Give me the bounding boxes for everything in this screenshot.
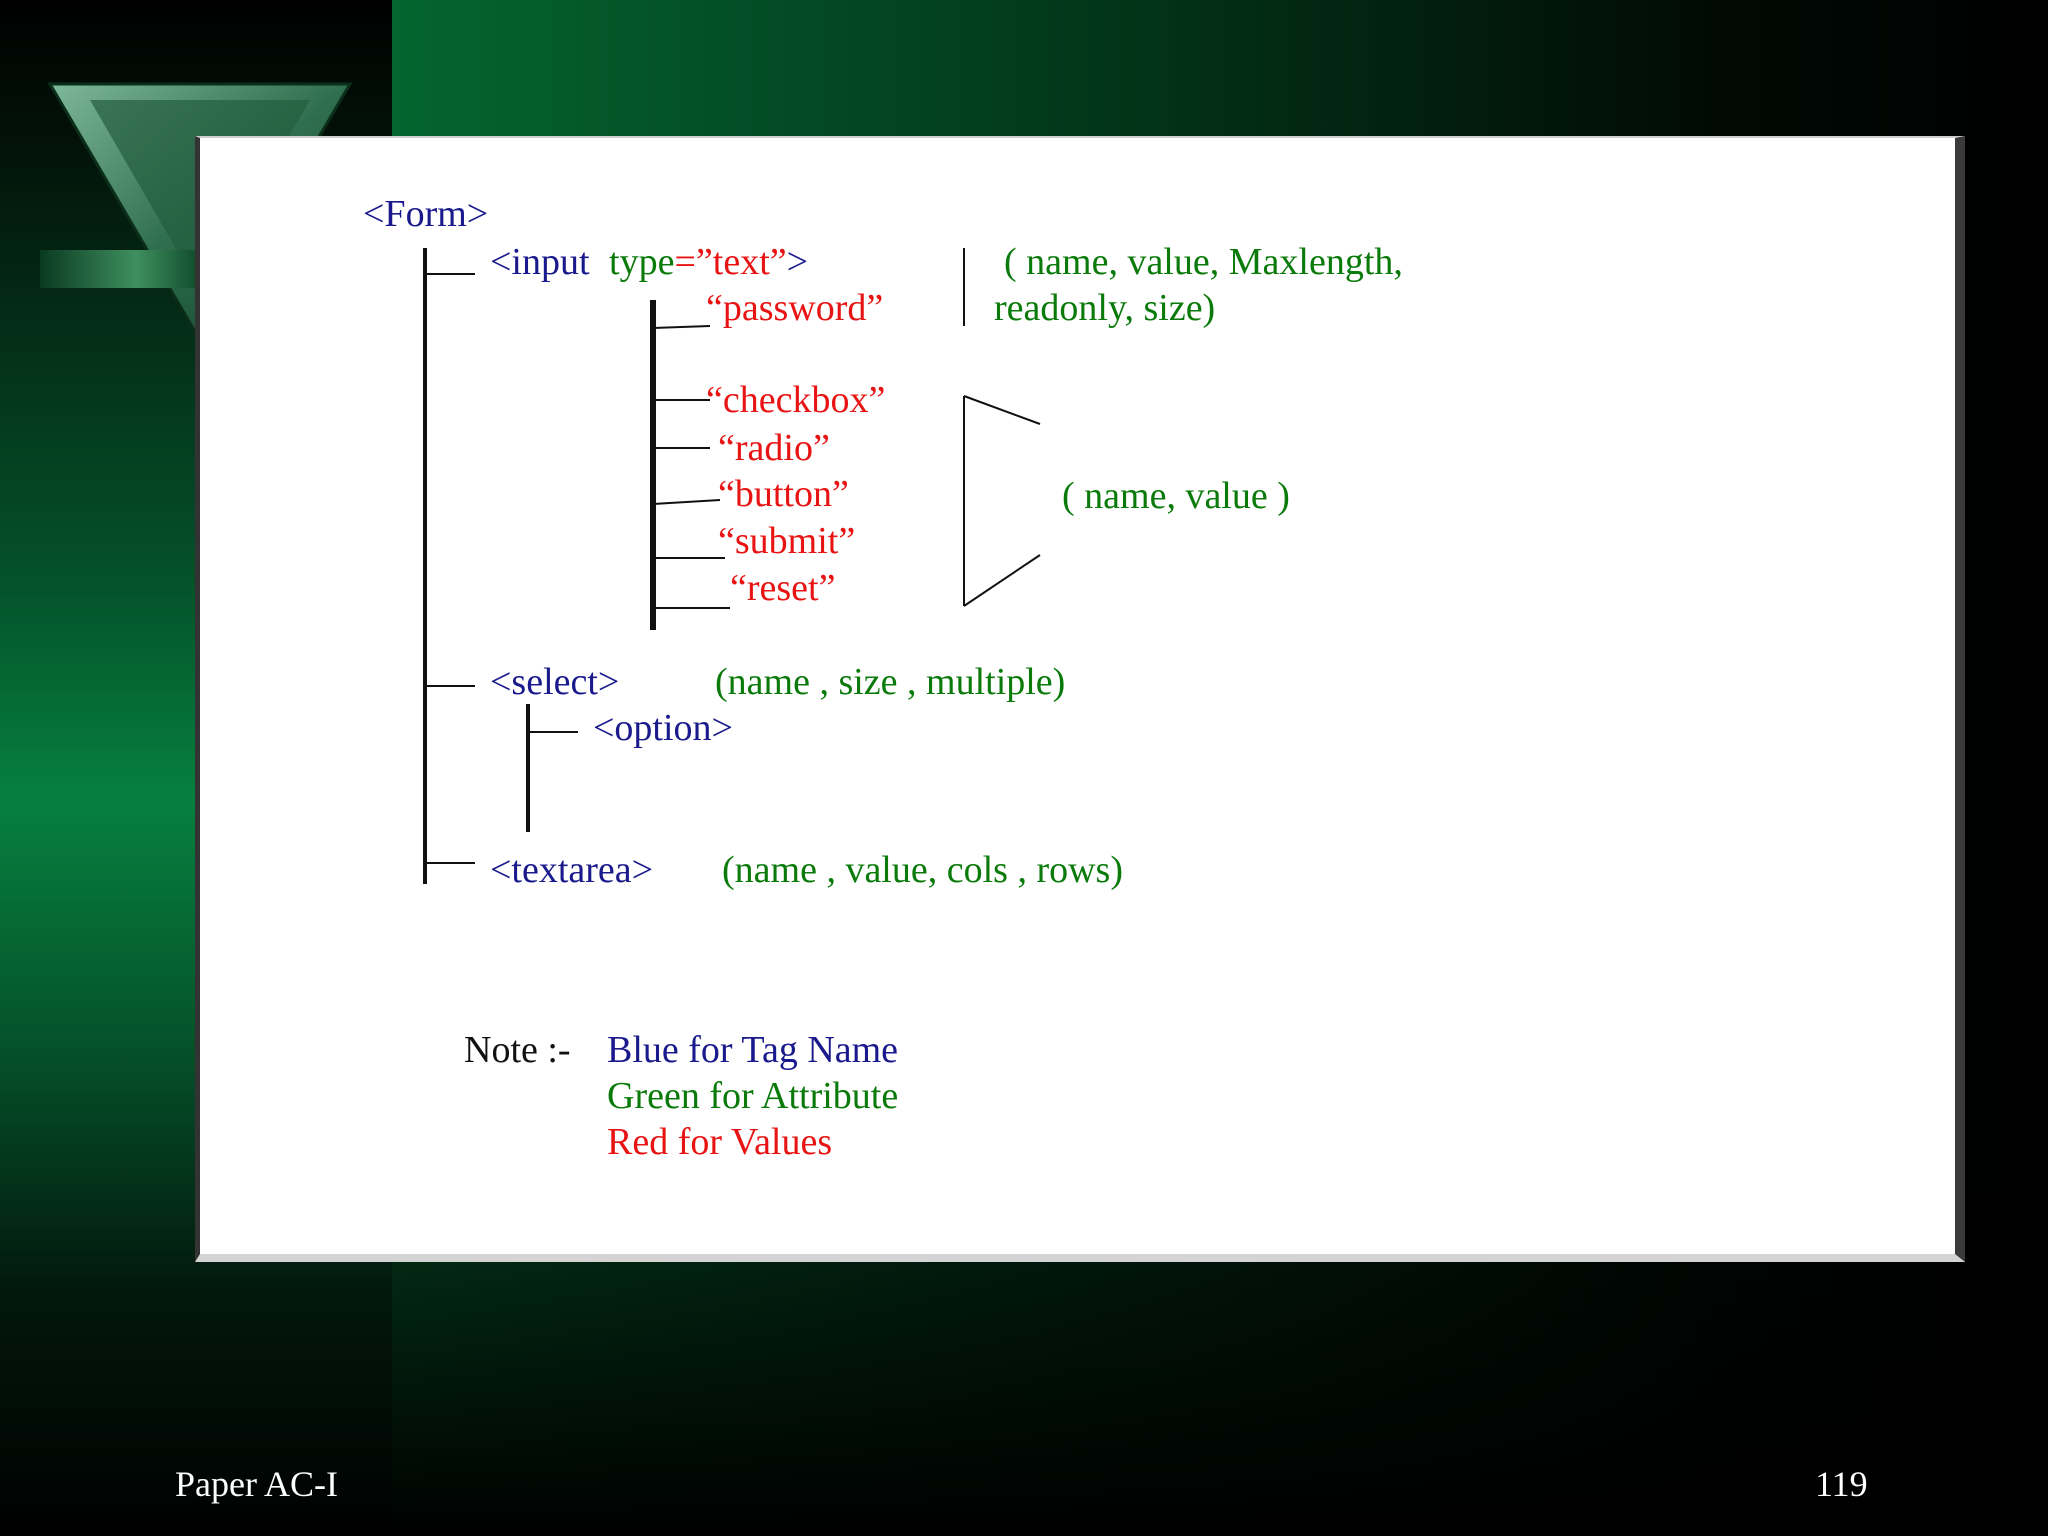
- input-tag-close: >: [787, 241, 808, 283]
- select-attrs: (name , size , multiple): [715, 661, 1065, 703]
- footer-left-label: Paper AC-I: [175, 1464, 338, 1504]
- option-tag: <option>: [593, 707, 733, 749]
- input-common-attrs: ( name, value ): [1062, 475, 1290, 517]
- note-label: Note :-: [464, 1029, 571, 1071]
- textarea-tag: <textarea>: [490, 849, 653, 891]
- input-attrs-line1: ( name, value, Maxlength,: [1004, 241, 1403, 283]
- value-submit: “submit”: [718, 520, 855, 562]
- value-button: “button”: [718, 473, 849, 515]
- value-password: “password”: [706, 287, 883, 329]
- note-green: Green for Attribute: [607, 1075, 898, 1117]
- note-red: Red for Values: [607, 1121, 832, 1163]
- html-form-tree-diagram: <Form> <input type=”text”> “password” “c…: [363, 193, 1403, 1163]
- note-blue: Blue for Tag Name: [607, 1029, 898, 1071]
- input-equals: =: [674, 241, 695, 283]
- textarea-attrs: (name , value, cols , rows): [722, 849, 1123, 891]
- form-tag: <Form>: [363, 193, 488, 235]
- input-tag-line: <input type=”text”>: [490, 241, 808, 283]
- select-tag: <select>: [490, 661, 619, 703]
- value-radio: “radio”: [718, 427, 830, 469]
- diagram-panel: <Form> <input type=”text”> “password” “c…: [195, 136, 1965, 1262]
- value-checkbox: “checkbox”: [706, 379, 885, 421]
- value-reset: “reset”: [730, 567, 835, 609]
- input-attrs-line2: readonly, size): [994, 287, 1215, 329]
- input-tag-open: <input: [490, 241, 590, 283]
- input-type-value: ”text”: [696, 241, 787, 283]
- page-number: 119: [1815, 1464, 1868, 1504]
- tree-connectors: [423, 248, 1041, 884]
- input-type-attr: type: [609, 241, 674, 283]
